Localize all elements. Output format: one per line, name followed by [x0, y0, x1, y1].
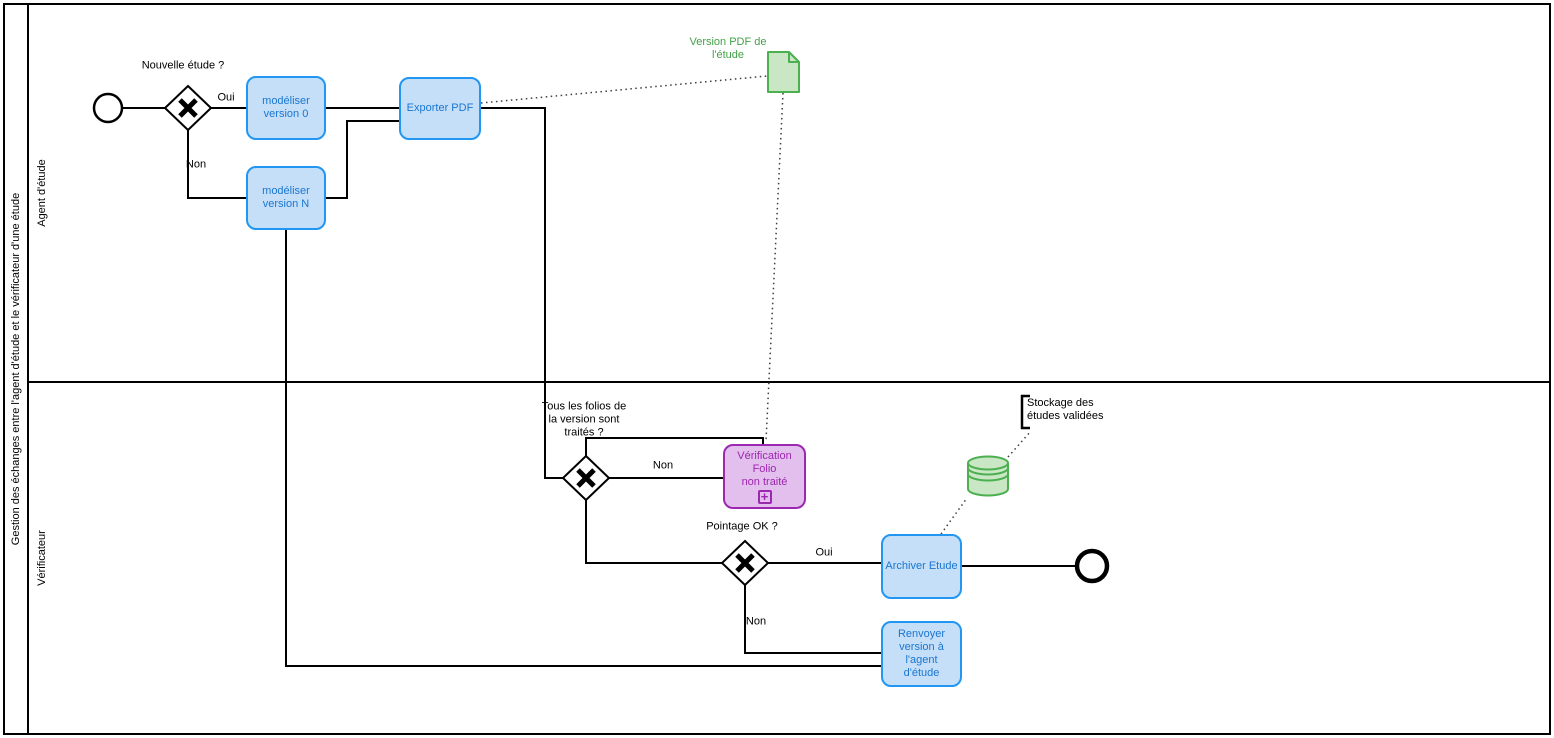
- subprocess-plus-icon: +: [757, 490, 772, 504]
- gateway-label-tous-folios: Tous les folios de la version sont trait…: [541, 400, 627, 439]
- task-label: Renvoyer version à l'agent d'étude: [897, 628, 946, 679]
- flow-non-to-renvoyer: [744, 585, 881, 654]
- assoc-exporter-to-pdf-doc: [480, 75, 768, 104]
- edge-label-non: Non: [185, 158, 207, 171]
- lane-label-agent-etude: Agent d'étude: [36, 159, 48, 227]
- x-gateway-icon: [178, 98, 198, 118]
- assoc-datastore-to-annotation: [1007, 430, 1032, 458]
- task-modeliser-version-0: modéliser version 0: [246, 76, 326, 140]
- pdf-document-fold-icon: [788, 52, 799, 63]
- pdf-document-label: Version PDF de l'étude: [689, 36, 767, 61]
- task-label: Vérification Folio non traité: [737, 450, 792, 488]
- annotation-stockage: Stockage des études validées: [1027, 397, 1104, 422]
- task-exporter-pdf: Exporter PDF: [399, 77, 481, 140]
- task-modeliser-version-n: modéliser version N: [246, 166, 326, 230]
- flow-gateway-folios-to-gateway-pointage: [585, 500, 722, 564]
- task-label: Exporter PDF: [406, 102, 474, 114]
- task-label: modéliser version 0: [262, 95, 310, 120]
- x-gateway-icon: [735, 553, 755, 573]
- edge-label-oui: Oui: [217, 91, 235, 104]
- flow-renvoyer-to-modeliser-vn: [285, 230, 881, 667]
- gateway-label-pointage-ok: Pointage OK ?: [706, 520, 778, 533]
- flow-verification-loop-to-gateway-folios: [585, 437, 764, 456]
- assoc-archiver-to-datastore: [940, 497, 968, 535]
- datastore-icon: [967, 463, 1009, 497]
- x-gateway-icon: [576, 468, 596, 488]
- task-label: Archiver Etude: [885, 560, 958, 572]
- end-event: [1074, 548, 1110, 584]
- subprocess-verification-folio: Vérification Folio non traité +: [723, 444, 806, 509]
- pool-title: Gestion des échanges entre l'agent d'étu…: [10, 192, 22, 546]
- assoc-pdf-doc-to-verification: [765, 92, 784, 442]
- start-event: [92, 92, 124, 124]
- task-renvoyer-version: Renvoyer version à l'agent d'étude: [881, 621, 962, 687]
- datastore-ring-icon: [967, 473, 1009, 482]
- datastore-top-icon: [967, 455, 1009, 471]
- task-archiver-etude: Archiver Etude: [881, 534, 962, 599]
- edge-label-non: Non: [652, 459, 674, 472]
- pdf-document-icon: [767, 51, 800, 93]
- task-label: modéliser version N: [262, 185, 310, 210]
- lane-label-verificateur: Vérificateur: [36, 530, 48, 586]
- pool-border: [3, 3, 1551, 735]
- flow-non-to-modeliser-vn: [187, 130, 246, 199]
- edge-label-oui: Oui: [815, 546, 833, 559]
- edge-label-non: Non: [745, 615, 767, 628]
- datastore-ring-icon: [967, 467, 1009, 476]
- annotation-bracket: [1020, 394, 1030, 430]
- gateway-label-nouvelle-etude: Nouvelle étude ?: [141, 59, 225, 72]
- flow-exporter-to-gateway-folios: [481, 107, 563, 479]
- flow-vn-to-exporter-pdf: [326, 120, 399, 199]
